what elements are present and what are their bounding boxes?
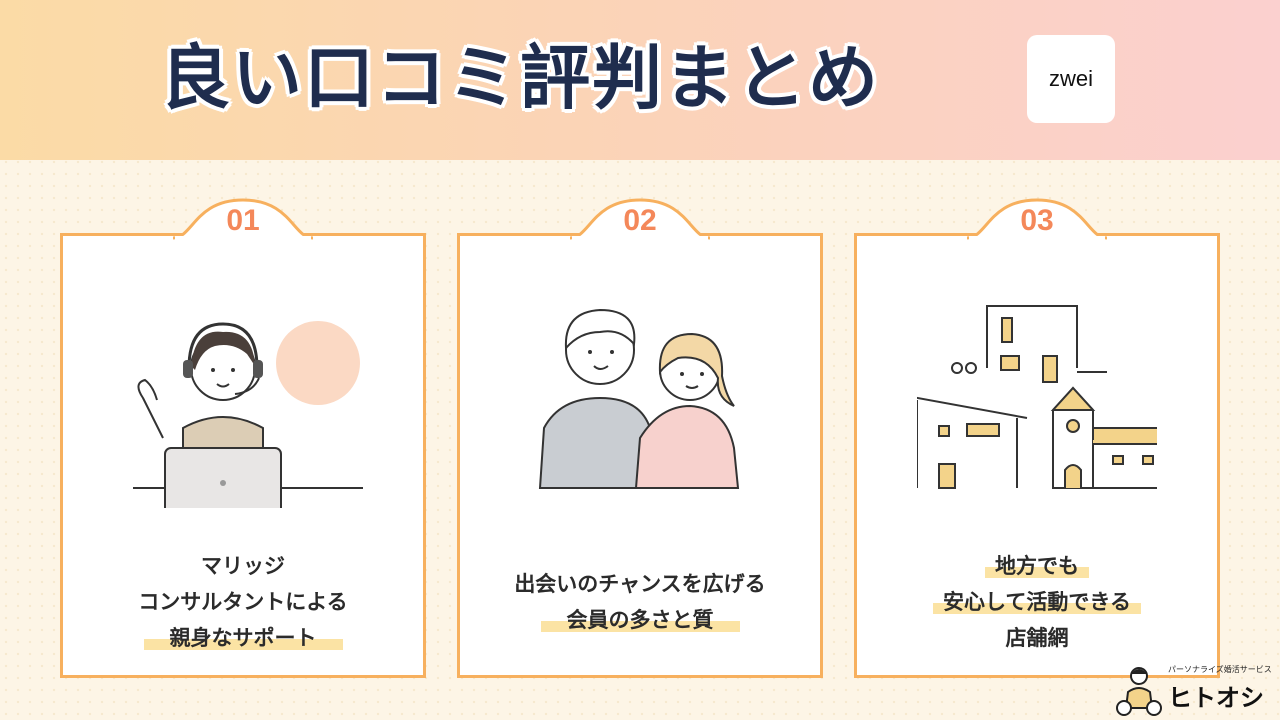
hitooshi-brand: パーソナライズ婚活サービス ヒトオシ (1112, 662, 1272, 718)
consultant-illustration (133, 321, 363, 508)
caption-line: 出会いのチャンスを広げる (514, 572, 766, 596)
zwei-logo: zwei (1027, 35, 1115, 123)
caption-line: 親身なサポート (63, 620, 423, 656)
card-03: 03 地方でも 安心して活動できる 店舗網 (854, 198, 1220, 678)
card-number: 01 (226, 204, 260, 237)
card-tab: 03 (967, 198, 1107, 240)
card-01: 01 マリッジ コンサルタントによる 親身なサポート (60, 198, 426, 678)
card-number: 02 (623, 204, 657, 237)
header-banner: 良い口コミ評判まとめ zwei (0, 0, 1280, 160)
caption-line: マリッジ (201, 554, 285, 578)
caption-line: 地方でも (857, 548, 1217, 584)
caption-line: コンサルタントによる (138, 590, 348, 614)
town-illustration (917, 305, 1157, 489)
brand-name: ヒトオシ (1168, 684, 1264, 712)
logo-text: zwei (1048, 66, 1093, 91)
brand-tagline: パーソナライズ婚活サービス (1168, 665, 1272, 674)
card-number: 03 (1020, 204, 1054, 237)
card-02: 02 出会いのチャンスを広げる 会員の多さと質 (457, 198, 823, 678)
caption-line: 安心して活動できる (857, 584, 1217, 620)
page-title: 良い口コミ評判まとめ (160, 37, 880, 119)
couple-illustration (538, 308, 740, 489)
caption-line: 会員の多さと質 (460, 602, 820, 638)
card-tab: 02 (570, 198, 710, 240)
hitooshi-mascot-icon (1116, 667, 1162, 716)
caption-line: 店舗網 (1005, 626, 1069, 650)
card-tab: 01 (173, 198, 313, 240)
